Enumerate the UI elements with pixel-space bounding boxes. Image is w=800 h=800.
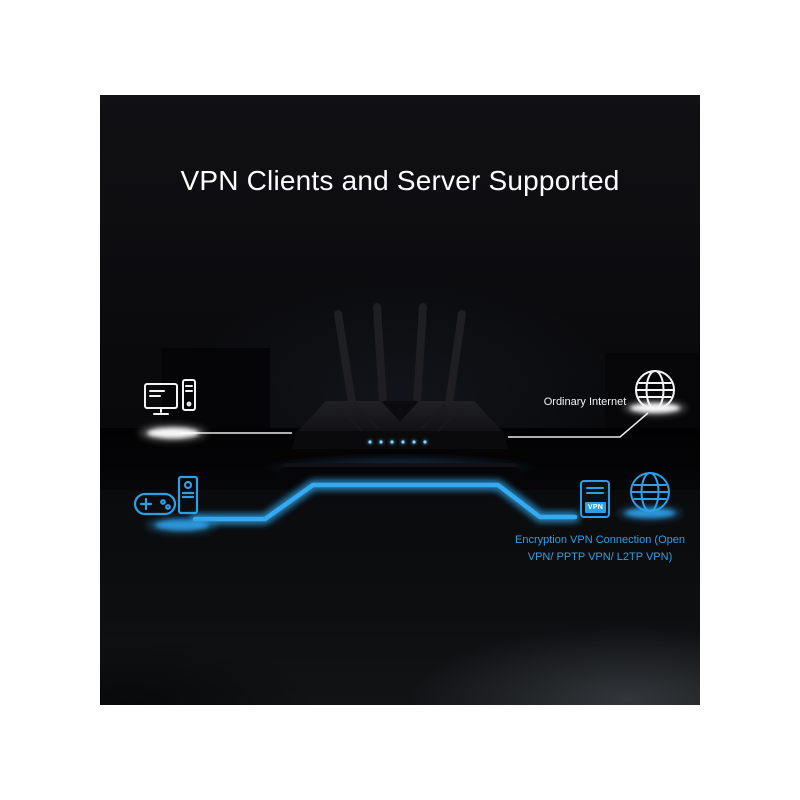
gaming-pc-icon <box>133 475 199 516</box>
background-cabinet-right <box>605 353 700 431</box>
globe-blue-icon <box>630 472 670 512</box>
router-logo-notch <box>381 401 419 422</box>
router-platform-edge <box>282 463 518 467</box>
router-vent-texture <box>337 403 463 432</box>
blue-vpn-connection-line <box>192 482 578 522</box>
ordinary-internet-label: Ordinary Internet <box>543 396 627 408</box>
router-illustration <box>262 303 538 487</box>
encryption-vpn-caption: Encryption VPN Connection (Open VPN/ PPT… <box>515 534 685 564</box>
right-white-connection-line <box>508 412 649 438</box>
globe-white-icon <box>635 370 675 410</box>
router-status-leds <box>368 440 427 444</box>
headline: VPN Clients and Server Supported <box>180 165 620 196</box>
router-antennas <box>334 303 466 407</box>
globe-blue-glow-pad <box>625 508 675 518</box>
product-image-panel: VPN Clients and Server Supported Ordinar… <box>100 95 700 705</box>
background-cabinet-left <box>162 348 270 430</box>
computer-glow-pad <box>147 427 199 439</box>
diagram-scene <box>133 303 687 534</box>
gaming-pc-glow-pad <box>155 519 209 531</box>
desktop-computer-icon <box>144 379 196 415</box>
router-body-front <box>292 431 508 449</box>
vpn-server-badge: VPN <box>585 502 606 513</box>
